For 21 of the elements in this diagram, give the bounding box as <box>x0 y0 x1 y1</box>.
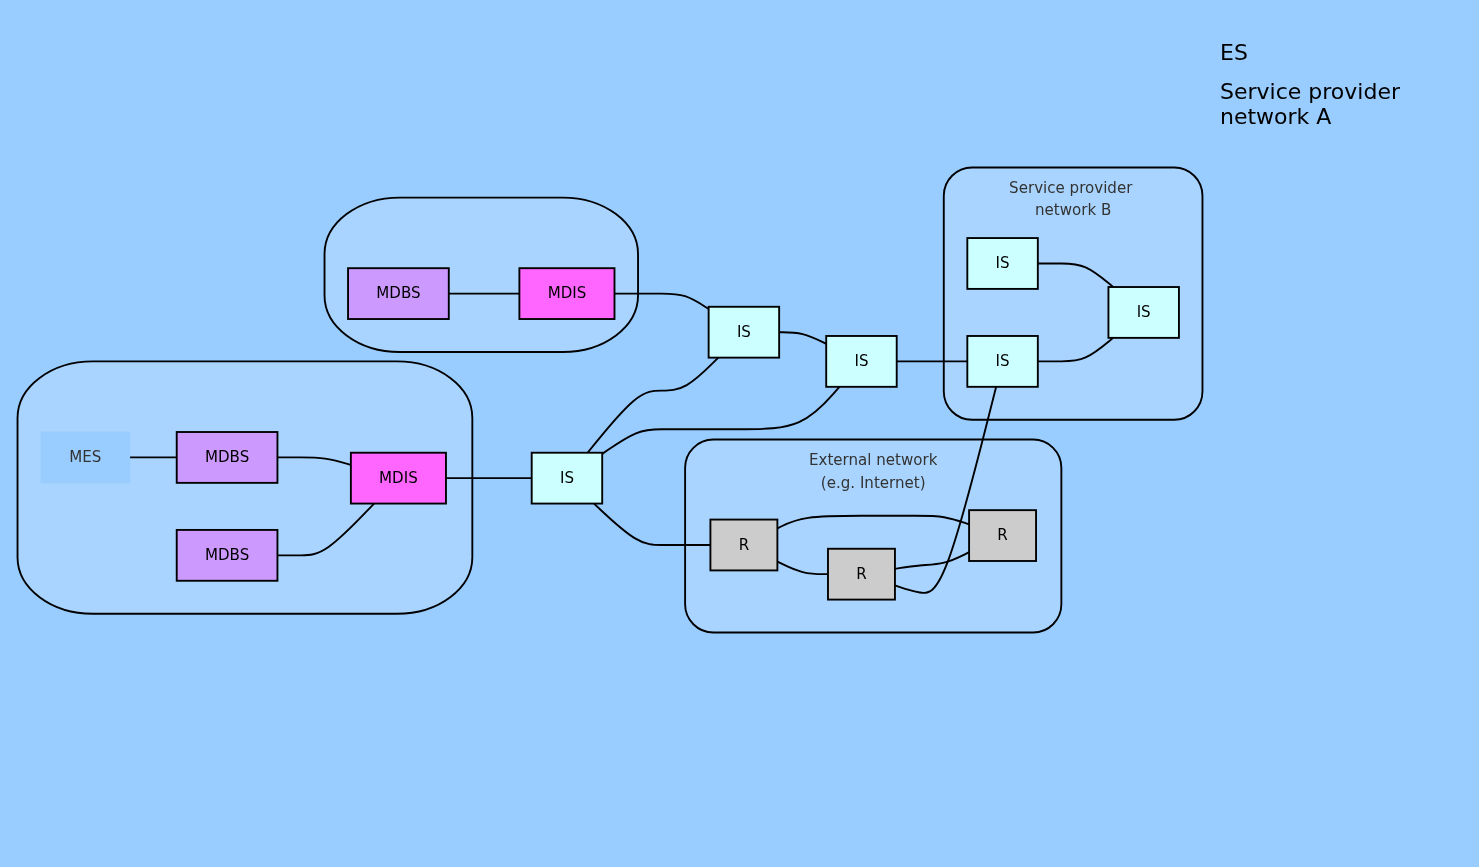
node-box: IS <box>966 237 1039 290</box>
node-box: IS <box>530 451 604 505</box>
cluster <box>16 360 474 615</box>
node-box: MDBS <box>175 431 279 484</box>
node-box: MES <box>40 431 131 484</box>
node-box: IS <box>707 305 781 359</box>
connector <box>894 385 998 594</box>
node-box: IS <box>825 335 898 388</box>
node-box: R <box>827 547 896 601</box>
node-box: MDIS <box>349 451 447 505</box>
label-text: Service provider network A <box>1220 79 1401 129</box>
node-box: IS <box>966 335 1039 388</box>
node-box: R <box>709 518 779 572</box>
label-text: ES <box>1220 40 1249 65</box>
node-box: R <box>968 509 1037 562</box>
node-box: MDBS <box>347 267 450 320</box>
node-box: IS <box>1107 286 1180 339</box>
connector <box>586 356 720 454</box>
connector <box>601 385 841 455</box>
node-box: MDBS <box>175 529 279 582</box>
node-box: MDIS <box>518 267 616 320</box>
